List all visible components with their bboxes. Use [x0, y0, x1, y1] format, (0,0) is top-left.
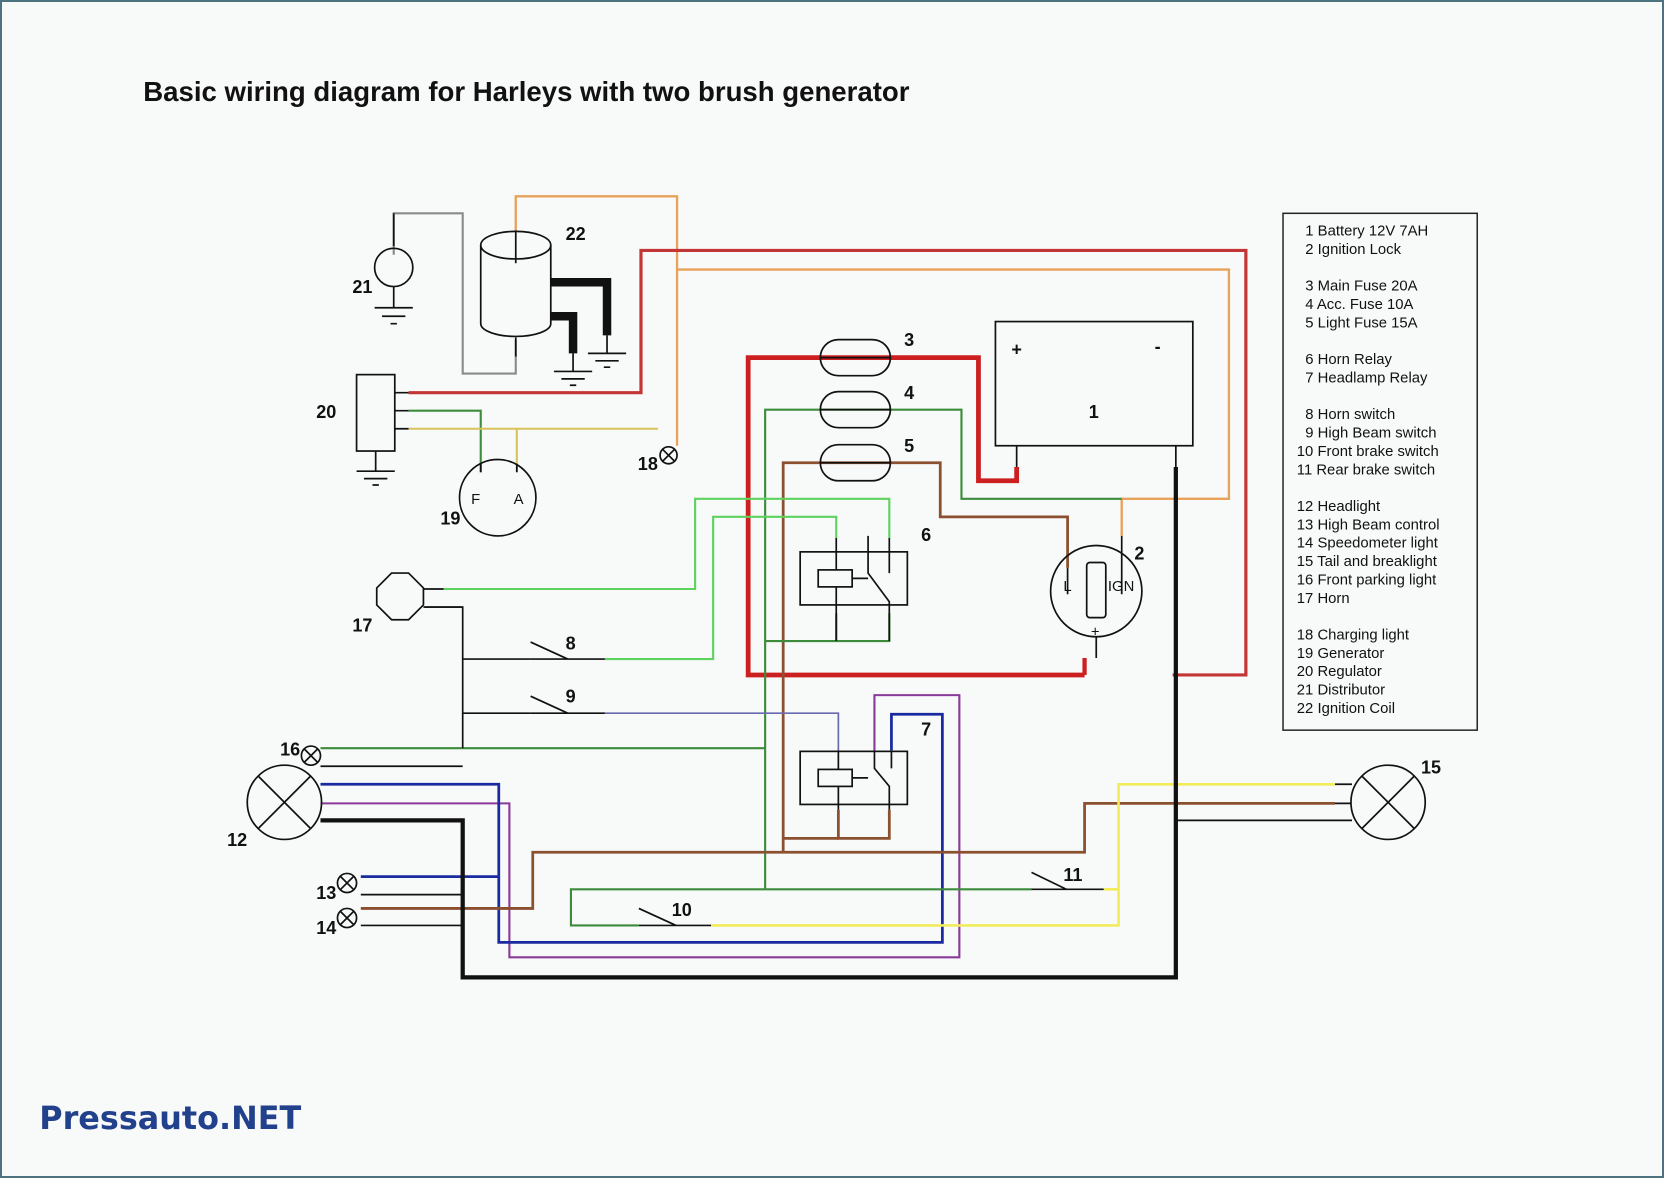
- wire-orange-ignition: [677, 268, 1231, 536]
- wire-green-brake: [569, 888, 766, 927]
- svg-text:22: 22: [566, 224, 586, 244]
- wire-green-acc: [764, 408, 1122, 890]
- wire-blue-highbeam: [320, 712, 944, 944]
- speedometer-light: 14: [316, 907, 358, 938]
- svg-text:+: +: [1091, 625, 1100, 641]
- fuse-main: 3: [819, 330, 914, 377]
- svg-text:18: 18: [638, 454, 658, 474]
- wire-brown-tail: [360, 801, 1336, 910]
- legend-item: 4 Acc. Fuse 10A: [1305, 297, 1413, 313]
- legend-item: 1 Battery 12V 7AH: [1305, 224, 1428, 240]
- svg-text:12: 12: [227, 830, 247, 850]
- legend-item: 10 Front brake switch: [1297, 444, 1439, 460]
- tail-light: 15: [1335, 758, 1441, 841]
- svg-text:+: +: [1011, 340, 1022, 360]
- svg-text:14: 14: [316, 918, 336, 938]
- wire-brown-light: [781, 461, 1069, 853]
- wire-black-grounds: [320, 765, 1336, 927]
- wire-switch-feeds: [462, 658, 531, 715]
- svg-text:13: 13: [316, 883, 336, 903]
- svg-text:9: 9: [566, 687, 576, 707]
- wire-purple-lowbeam: [320, 694, 961, 959]
- legend-item: 15 Tail and breaklight: [1297, 554, 1438, 570]
- legend-item: 13 High Beam control: [1297, 517, 1440, 533]
- svg-text:7: 7: [921, 719, 931, 739]
- distributor: 21: [352, 213, 414, 325]
- generator: F A 19: [440, 458, 537, 537]
- headlight: 12: [227, 764, 323, 850]
- legend-item: 19 Generator: [1297, 646, 1385, 662]
- wire-main-ground: [320, 466, 1178, 980]
- legend-item: 3 Main Fuse 20A: [1305, 279, 1417, 295]
- legend-item: 9 High Beam switch: [1305, 426, 1436, 442]
- wire-horn-ground: [424, 606, 464, 749]
- brand-watermark: Pressauto.NET: [39, 1099, 301, 1137]
- legend-item: 12 Headlight: [1297, 499, 1381, 515]
- headlamp-relay: 7: [799, 719, 931, 810]
- svg-text:17: 17: [352, 615, 372, 635]
- front-parking-light: 16: [280, 740, 322, 767]
- legend-item: 16 Front parking light: [1297, 572, 1437, 588]
- svg-text:2: 2: [1134, 543, 1144, 563]
- svg-text:-: -: [1155, 336, 1161, 356]
- svg-text:15: 15: [1421, 758, 1441, 778]
- legend-item: 20 Regulator: [1297, 664, 1382, 680]
- svg-text:F: F: [471, 492, 480, 508]
- legend-item: 17 Horn: [1297, 591, 1350, 607]
- front-brake-switch: 10: [638, 900, 712, 927]
- legend-item: 2 Ignition Lock: [1305, 242, 1401, 258]
- svg-text:20: 20: [316, 402, 336, 422]
- legend-item: 14 Speedometer light: [1297, 536, 1439, 552]
- legend-item: 11 Rear brake switch: [1297, 462, 1435, 478]
- wire-red-regulator: [408, 248, 1248, 677]
- wire-yellow-brake: [711, 782, 1336, 927]
- svg-text:16: 16: [280, 740, 300, 760]
- wire-relay7-out: [836, 809, 891, 840]
- svg-text:19: 19: [440, 508, 460, 528]
- svg-text:4: 4: [904, 383, 914, 403]
- wire-red-main: [745, 355, 1085, 678]
- wire-highbeam: [604, 712, 840, 751]
- wire-horn-switch-green: [604, 515, 838, 661]
- legend: 1 Battery 12V 7AH 2 Ignition Lock 3 Main F…: [1282, 212, 1478, 731]
- svg-text:5: 5: [904, 436, 914, 456]
- svg-text:IGN: IGN: [1108, 579, 1134, 595]
- svg-text:10: 10: [672, 900, 692, 920]
- svg-text:L: L: [1063, 579, 1071, 595]
- wires: [320, 195, 1336, 980]
- svg-text:21: 21: [352, 277, 372, 297]
- svg-text:6: 6: [921, 525, 931, 545]
- svg-text:A: A: [514, 492, 524, 508]
- legend-box: [1282, 212, 1478, 731]
- rear-brake-switch: 11: [1031, 865, 1104, 891]
- legend-item: 21 Distributor: [1297, 683, 1385, 699]
- horn-relay: 6: [799, 525, 931, 642]
- svg-text:11: 11: [1063, 865, 1082, 885]
- ignition-lock: L IGN + 2: [1049, 535, 1144, 675]
- diagram-title: Basic wiring diagram for Harleys with tw…: [143, 76, 909, 107]
- ignition-coil: 22: [479, 224, 627, 387]
- wire-horn-green: [443, 497, 891, 591]
- legend-item: 22 Ignition Coil: [1297, 701, 1395, 717]
- svg-text:1: 1: [1089, 402, 1099, 422]
- legend-item: 7 Headlamp Relay: [1305, 370, 1428, 386]
- horn-switch: 8: [530, 633, 605, 660]
- regulator: 20: [316, 373, 409, 486]
- horn: 17: [352, 572, 463, 635]
- wire-gray-distributor: [392, 212, 517, 375]
- legend-item: 5 Light Fuse 15A: [1305, 315, 1417, 331]
- fuse-acc: 4: [819, 383, 914, 429]
- legend-item: 18 Charging light: [1297, 628, 1410, 644]
- fuse-light: 5: [819, 436, 914, 482]
- svg-text:8: 8: [566, 633, 576, 653]
- high-beam-control-light: 13: [316, 872, 358, 903]
- battery: + - 1: [994, 320, 1194, 447]
- svg-text:3: 3: [904, 330, 914, 350]
- legend-item: 8 Horn switch: [1305, 407, 1395, 423]
- wire-green-field: [408, 409, 482, 473]
- legend-item: 6 Horn Relay: [1305, 352, 1392, 368]
- charging-light: 18: [638, 445, 678, 474]
- high-beam-switch: 9: [530, 687, 605, 715]
- wire-orange-coil: [514, 195, 679, 446]
